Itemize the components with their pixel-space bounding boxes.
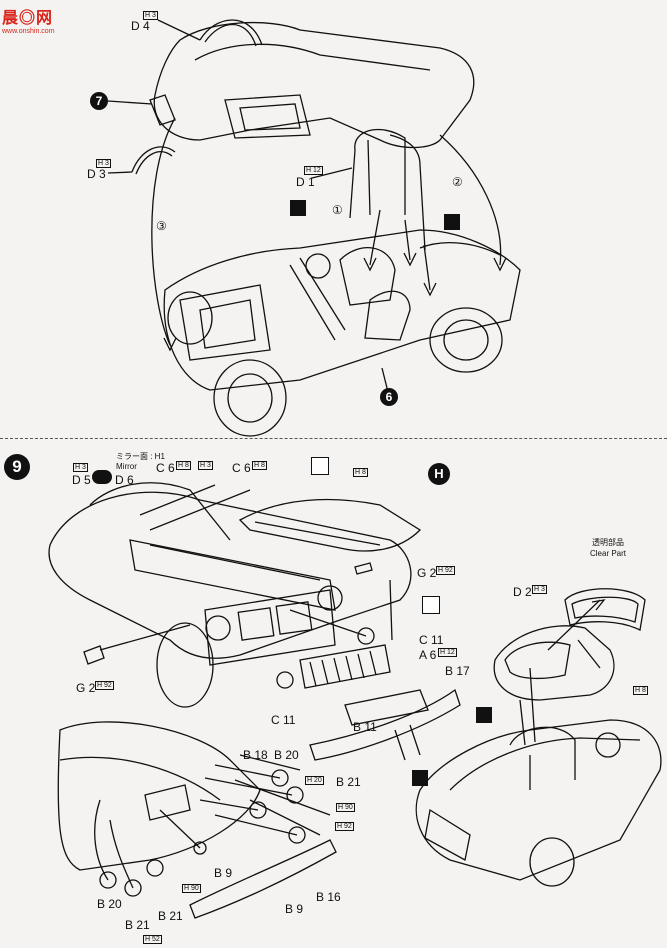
marker-step7: 7 (90, 92, 108, 110)
rear-bumper (189, 839, 337, 919)
hardtop (493, 625, 615, 701)
part-d1-label: D 1 (296, 175, 315, 189)
chassis (163, 229, 521, 391)
arrow-2 (439, 134, 502, 266)
part-b9b-label: B 9 (285, 902, 304, 916)
mirror-face-icon (92, 470, 112, 484)
arrow-2-label: ② (452, 175, 463, 189)
mirror-en: Mirror (116, 462, 137, 471)
part-a6-hcode: H 12 (438, 648, 457, 657)
part-c6a-label: C 6 (156, 461, 175, 475)
part-b17-label: B 17 (445, 664, 470, 678)
cement-icon-4 (476, 707, 492, 723)
cement-icon-1 (290, 200, 306, 216)
apply-glue-icon-1 (311, 457, 329, 475)
clear-part-jp: 透明部品 (592, 538, 624, 547)
part-d3-label: D 3 (87, 167, 106, 181)
part-b16-label: B 16 (316, 890, 341, 904)
convertible-car (415, 719, 662, 881)
part-h92-hcode: H 92 (335, 822, 354, 831)
arrow-3 (151, 117, 176, 346)
part-h90a-hcode: H 90 (336, 803, 355, 812)
clear-part-en: Clear Part (590, 549, 627, 558)
watermark-logo: 晨◎网 www.onshin.com (2, 4, 55, 35)
part-c11b-label: C 11 (271, 713, 296, 727)
car-rear-body (57, 721, 261, 871)
paint-h-marker: H (428, 463, 450, 485)
part-b20a-label: B 20 (274, 748, 299, 762)
roll-bar (349, 128, 406, 219)
mirror-note: ミラー面 : H1 (116, 452, 165, 461)
arch-strip-d4 (199, 19, 263, 46)
body-shell (153, 21, 475, 149)
car-front-body (48, 491, 412, 659)
part-c11a-label: C 11 (419, 633, 444, 647)
part-d5-label: D 5 (72, 473, 91, 487)
grille-frame (204, 589, 336, 666)
part-b20b-label: B 20 (97, 897, 122, 911)
arrow-1-label: ① (332, 203, 343, 217)
hood-hcode: H 8 (353, 468, 368, 477)
part-b11-label: B 11 (353, 720, 377, 734)
part-c6b-hcode: H 3 (198, 461, 213, 470)
part-b18-label: B 18 (243, 748, 268, 762)
part-h90b-hcode: H 90 (182, 884, 201, 893)
part-d6-label: D 6 (115, 473, 134, 487)
part-c6a-hcode: H 8 (176, 461, 191, 470)
arrow-1 (369, 209, 431, 291)
part-a6-label: A 6 (419, 648, 437, 662)
part-b21b-label: B 21 (125, 918, 150, 932)
part-h52-hcode: H 52 (143, 935, 162, 944)
hood (238, 498, 422, 552)
front-grille (299, 644, 391, 689)
part-d1-hcode: H 12 (304, 166, 323, 175)
part-d3-hcode: H 3 (96, 159, 111, 168)
part-c6c-label: C 6 (232, 461, 251, 475)
cement-icon-2 (444, 214, 460, 230)
part-b21c-label: B 21 (158, 909, 183, 923)
part-d4-label: D 4 (131, 19, 150, 33)
front-bumper (309, 688, 461, 761)
part-d4-hcode: H 3 (143, 11, 158, 20)
part-d2-hcode: H 3 (532, 585, 547, 594)
apply-glue-icon-2 (422, 596, 440, 614)
part-g2b-hcode: H 92 (95, 681, 114, 690)
arrow-3-label: ③ (156, 219, 167, 233)
watermark-brand: 晨◎网 (2, 10, 54, 27)
arch-strip-d3 (131, 146, 176, 173)
step9-number: 9 (4, 454, 30, 480)
roof-hcode: H 8 (633, 686, 648, 695)
part-d2-label: D 2 (513, 585, 532, 599)
marker-step6: 6 (380, 388, 398, 406)
part-c6c-hcode: H 8 (252, 461, 267, 470)
part-g2a-label: G 2 (417, 566, 437, 580)
part-g2b-label: G 2 (76, 681, 96, 695)
step-divider (0, 438, 667, 439)
part-d5-hcode: H 3 (73, 463, 88, 472)
part-b21a-label: B 21 (336, 775, 361, 789)
cement-icon-3 (412, 770, 428, 786)
watermark-url: www.onshin.com (2, 28, 55, 35)
part-b9a-label: B 9 (214, 866, 233, 880)
windscreen (564, 588, 646, 631)
part-g2a-hcode: H 92 (436, 566, 455, 575)
part-h20a-hcode: H 20 (305, 776, 324, 785)
